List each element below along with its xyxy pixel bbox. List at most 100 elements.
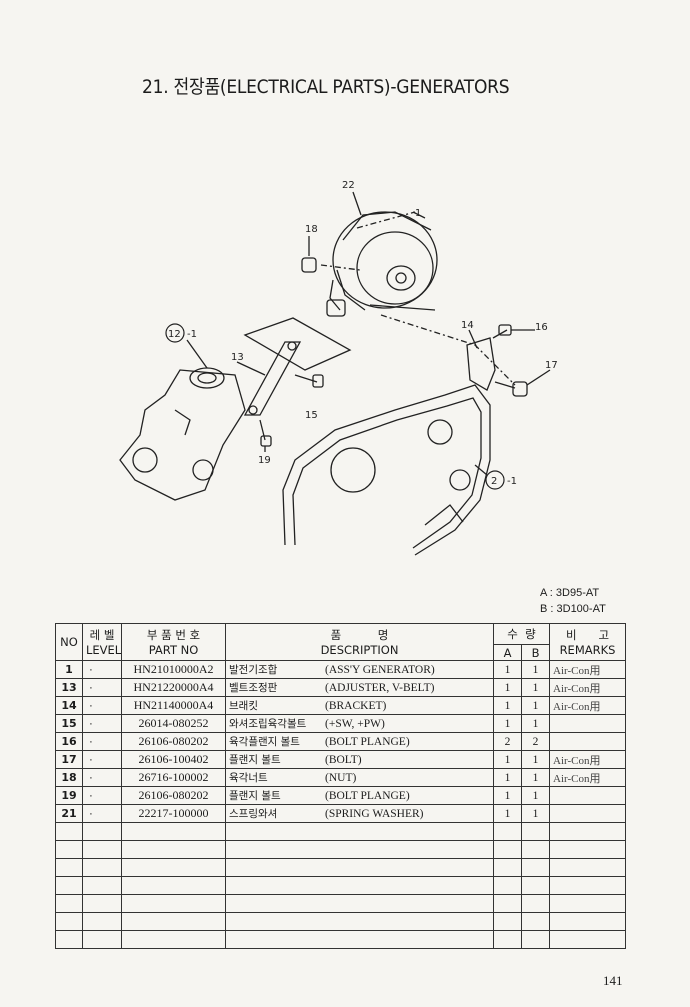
empty-cell <box>493 930 522 949</box>
empty-cell <box>225 894 494 913</box>
empty-cell <box>55 858 83 877</box>
legend-b: B : 3D100-AT <box>540 603 606 615</box>
empty-cell <box>55 822 83 841</box>
row-part-no: HN21010000A2 <box>121 660 226 679</box>
empty-cell <box>493 858 522 877</box>
row-remarks <box>549 786 627 805</box>
row-description-en: (ADJUSTER, V-BELT) <box>325 682 435 694</box>
row-qty-b: 1 <box>520 714 551 733</box>
callout-15: 15 <box>305 410 318 421</box>
parts-diagram: 22 1 18 12 -1 13 14 16 17 15 19 2 -1 <box>119 180 558 556</box>
empty-cell <box>549 840 627 859</box>
header-level-en: LEVEL <box>86 643 122 657</box>
row-description-ko: 발전기조합 <box>229 664 278 676</box>
empty-cell <box>82 912 122 931</box>
empty-cell <box>493 894 522 913</box>
row-qty-a: 1 <box>493 696 522 715</box>
row-part-no: 26716-100002 <box>121 768 226 787</box>
empty-cell <box>55 840 83 859</box>
row-no: 16 <box>55 732 83 751</box>
row-qty-a: 1 <box>493 678 522 697</box>
empty-cell <box>520 858 551 877</box>
row-qty-b: 1 <box>520 678 551 697</box>
empty-table-row <box>55 858 627 877</box>
empty-cell <box>55 876 83 895</box>
parts-table: NO 레 벨 LEVEL 부 품 번 호 PART NO 품 명 DESCRIP… <box>55 623 627 949</box>
row-no: 1 <box>55 660 83 679</box>
empty-cell <box>82 822 122 841</box>
row-qty-b: 1 <box>520 696 551 715</box>
empty-cell <box>549 930 627 949</box>
empty-cell <box>121 822 226 841</box>
row-description: 육각너트(NUT) <box>225 768 494 787</box>
header-desc: 품 명 DESCRIPTION <box>225 623 494 661</box>
row-level: · <box>82 660 122 679</box>
row-part-no: 22217-100000 <box>121 804 226 823</box>
row-description-ko: 와셔조립육각볼트 <box>229 718 307 730</box>
row-description: 육각플랜지 볼트 (BOLT PLANGE) <box>225 732 494 751</box>
row-description-ko: 육각플랜지 볼트 <box>229 736 300 748</box>
callout-17: 17 <box>545 360 558 371</box>
empty-cell <box>549 894 627 913</box>
empty-cell <box>549 876 627 895</box>
legend-a: A : 3D95-AT <box>540 587 600 599</box>
callout-12-1: 12 <box>168 329 181 340</box>
row-level: · <box>82 732 122 751</box>
empty-cell <box>82 858 122 877</box>
empty-table-row <box>55 822 627 841</box>
row-qty-b: 1 <box>520 768 551 787</box>
row-qty-b: 1 <box>520 804 551 823</box>
row-no: 15 <box>55 714 83 733</box>
empty-cell <box>520 930 551 949</box>
row-qty-b: 2 <box>520 732 551 751</box>
header-no: NO <box>55 623 83 661</box>
row-level: · <box>82 678 122 697</box>
empty-cell <box>121 840 226 859</box>
row-level: · <box>82 786 122 805</box>
empty-cell <box>520 894 551 913</box>
row-description-en: (BOLT) <box>325 754 362 766</box>
row-remarks: Air-Con用 <box>549 768 627 787</box>
empty-cell <box>121 930 226 949</box>
page-title: 21. 전장품(ELECTRICAL PARTS)-GENERATORS <box>142 76 510 98</box>
row-no: 18 <box>55 768 83 787</box>
empty-cell <box>121 894 226 913</box>
row-description-en: (BOLT PLANGE) <box>325 736 410 748</box>
row-qty-a: 1 <box>493 786 522 805</box>
empty-table-row <box>55 912 627 931</box>
row-part-no: 26106-080202 <box>121 732 226 751</box>
callout-12-1-suffix: -1 <box>187 329 197 340</box>
row-description-en: (+SW, +PW) <box>325 718 385 730</box>
row-qty-a: 1 <box>493 750 522 769</box>
row-description-en: (NUT) <box>325 772 357 784</box>
callout-18: 18 <box>305 224 318 235</box>
nut-drawing <box>301 257 317 273</box>
row-level: · <box>82 714 122 733</box>
empty-cell <box>549 822 627 841</box>
empty-cell <box>225 858 494 877</box>
empty-cell <box>121 876 226 895</box>
callout-2-1-suffix: -1 <box>507 476 517 487</box>
header-desc-en: DESCRIPTION <box>320 643 399 657</box>
empty-cell <box>121 912 226 931</box>
row-remarks <box>549 732 627 751</box>
row-part-no: 26106-100402 <box>121 750 226 769</box>
empty-cell <box>82 894 122 913</box>
row-remarks: Air-Con用 <box>549 660 627 679</box>
gear-case-drawing <box>282 384 491 556</box>
row-no: 17 <box>55 750 83 769</box>
callout-19: 19 <box>258 455 271 466</box>
row-description-ko: 플랜지 볼트 <box>229 754 281 766</box>
row-description-en: (BOLT PLANGE) <box>325 790 410 802</box>
water-pump-drawing <box>119 367 246 501</box>
row-description-ko: 스프링와셔 <box>229 808 278 820</box>
empty-cell <box>82 840 122 859</box>
header-remarks: 비 고 REMARKS <box>549 623 627 661</box>
header-remarks-ko: 비 고 <box>565 628 610 642</box>
empty-cell <box>82 876 122 895</box>
callout-16: 16 <box>535 322 548 333</box>
empty-table-row <box>55 894 627 913</box>
